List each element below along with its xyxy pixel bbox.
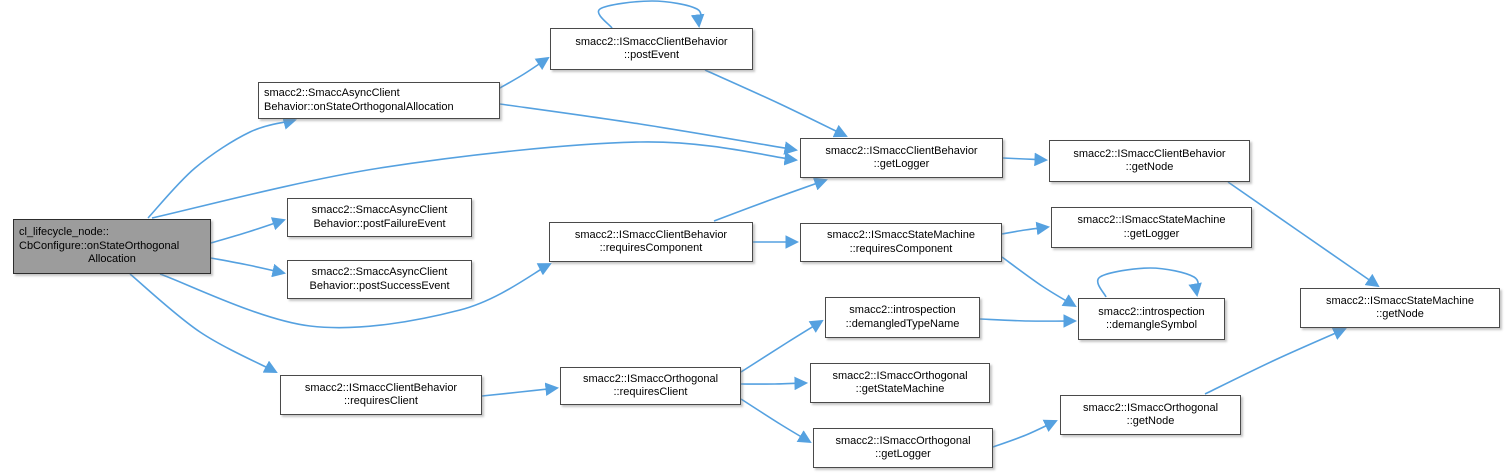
node-label-line: smacc2::ISmaccOrthogonal (835, 434, 971, 447)
node-label-line: ::demangledTypeName (845, 317, 960, 330)
node-label-line: ::getStateMachine (855, 383, 945, 395)
node-label-line: smacc2::ISmaccStateMachine (827, 229, 975, 241)
node-label-line: smacc2::SmaccAsyncClient (311, 266, 448, 278)
edge-cb-configure-onstateorthogonalallocation-clientbehavior-getlogger (151, 141, 799, 219)
node-label-line: ::requiresComponent (599, 242, 703, 254)
edge-clientbehavior-postevent-clientbehavior-getlogger (704, 69, 848, 138)
graph-node-statemachine-getnode[interactable]: smacc2::ISmaccStateMachine::getNode (1300, 288, 1500, 328)
edge-smaccasync-onstateorthogonalallocation-clientbehavior-getlogger (499, 103, 799, 155)
edge-cb-configure-onstateorthogonalallocation-clientbehavior-requiresclient (129, 273, 278, 373)
edge-cb-configure-onstateorthogonalallocation-smaccasync-postfailureevent (210, 217, 286, 244)
node-label-line: smacc2::ISmaccClientBehavior (574, 228, 728, 241)
edge-clientbehavior-requiresclient-orthogonal-requiresclient (481, 382, 560, 397)
node-label-line: smacc2::introspection (1098, 305, 1205, 318)
graph-node-clientbehavior-postevent[interactable]: smacc2::ISmaccClientBehavior::postEvent (550, 28, 753, 70)
edge-clientbehavior-getlogger-clientbehavior-getnode (1002, 152, 1049, 167)
edge-cb-configure-onstateorthogonalallocation-smaccasync-postsuccessevent (210, 257, 286, 278)
node-label-line: smacc2::ISmaccClientBehavior (575, 35, 728, 48)
graph-node-introspection-demangledtypename[interactable]: smacc2::introspection::demangledTypeName (825, 297, 980, 338)
node-label-line: smacc2::ISmaccOrthogonal (582, 372, 719, 385)
node-label-line: CbConfigure::onStateOrthogonal (19, 239, 180, 252)
graph-node-orthogonal-requiresclient[interactable]: smacc2::ISmaccOrthogonal::requiresClient (560, 367, 741, 405)
node-label-line: Behavior::postSuccessEvent (309, 279, 450, 292)
node-label-line: smacc2::ISmaccOrthogonal (1082, 401, 1219, 414)
edge-clientbehavior-requirescomponent-clientbehavior-getlogger (713, 177, 828, 222)
node-label-line: ::getNode (1125, 161, 1174, 173)
graph-node-cb-configure-onstateorthogonalallocation: cl_lifecycle_node::CbConfigure::onStateO… (13, 219, 211, 274)
edge-statemachine-requirescomponent-introspection-demanglesymbol (1001, 256, 1077, 308)
node-label-line: smacc2::ISmaccClientBehavior (1073, 147, 1226, 160)
graph-node-clientbehavior-requiresclient[interactable]: smacc2::ISmaccClientBehavior::requiresCl… (280, 375, 482, 415)
node-label-line: ::requiresComponent (849, 242, 953, 255)
edge-clientbehavior-postevent-clientbehavior-postevent (597, 0, 705, 29)
node-label-line: ::postEvent (623, 49, 680, 61)
edge-orthogonal-requiresclient-introspection-demangledtypename (740, 319, 824, 373)
graph-node-introspection-demanglesymbol[interactable]: smacc2::introspection::demangleSymbol (1078, 298, 1225, 340)
edge-clientbehavior-getnode-statemachine-getnode (1227, 181, 1380, 288)
edge-orthogonal-requiresclient-orthogonal-getlogger (740, 398, 812, 444)
node-label-line: ::getLogger (1123, 227, 1180, 240)
node-label-line: cl_lifecycle_node:: (19, 226, 109, 239)
graph-node-clientbehavior-requirescomponent[interactable]: smacc2::ISmaccClientBehavior::requiresCo… (549, 222, 753, 262)
node-label-line: smacc2::ISmaccStateMachine (1326, 294, 1474, 307)
edge-cb-configure-onstateorthogonalallocation-clientbehavior-requirescomponent (159, 263, 552, 329)
node-label-line: ::getLogger (873, 158, 930, 170)
edge-introspection-demanglesymbol-introspection-demanglesymbol (1096, 267, 1202, 298)
node-label-line: smacc2::ISmaccStateMachine (1077, 214, 1226, 226)
graph-node-statemachine-requirescomponent[interactable]: smacc2::ISmaccStateMachine::requiresComp… (800, 223, 1002, 262)
edge-orthogonal-getlogger-orthogonal-getnode (992, 419, 1058, 448)
node-label-line: ::getNode (1376, 308, 1424, 320)
node-label-line: Allocation (88, 253, 136, 266)
edge-orthogonal-getnode-statemachine-getnode (1204, 327, 1347, 395)
edge-introspection-demangledtypename-introspection-demanglesymbol (979, 314, 1078, 328)
node-label-line: ::demangleSymbol (1105, 319, 1198, 331)
node-label-line: smacc2::ISmaccClientBehavior (304, 381, 458, 394)
edge-cb-configure-onstateorthogonalallocation-smaccasync-onstateorthogonalallocation (147, 116, 297, 219)
graph-node-clientbehavior-getnode[interactable]: smacc2::ISmaccClientBehavior::getNode (1049, 140, 1250, 182)
node-label-line: smacc2::SmaccAsyncClient (311, 204, 448, 216)
graph-node-orthogonal-getstatemachine[interactable]: smacc2::ISmaccOrthogonal::getStateMachin… (810, 363, 990, 403)
node-label-line: Behavior::postFailureEvent (313, 217, 446, 230)
graph-node-orthogonal-getlogger[interactable]: smacc2::ISmaccOrthogonal::getLogger (813, 428, 993, 468)
node-label-line: ::getNode (1126, 415, 1175, 427)
node-label-line: smacc2::ISmaccClientBehavior (825, 144, 978, 157)
graph-node-statemachine-getlogger[interactable]: smacc2::ISmaccStateMachine::getLogger (1051, 207, 1252, 248)
graph-node-orthogonal-getnode[interactable]: smacc2::ISmaccOrthogonal::getNode (1060, 395, 1241, 435)
node-label-line: smacc2::ISmaccOrthogonal (832, 369, 968, 382)
node-label-line: smacc2::introspection (849, 304, 956, 316)
edge-orthogonal-requiresclient-orthogonal-getstatemachine (740, 376, 809, 391)
node-label-line: ::getLogger (875, 448, 931, 460)
node-label-line: ::requiresClient (613, 386, 688, 398)
node-label-line: ::requiresClient (344, 395, 418, 407)
graph-node-clientbehavior-getlogger[interactable]: smacc2::ISmaccClientBehavior::getLogger (800, 138, 1003, 178)
node-label-line: Behavior::onStateOrthogonalAllocation (264, 100, 454, 113)
edge-statemachine-requirescomponent-statemachine-getlogger (1001, 221, 1051, 236)
node-label-line: smacc2::SmaccAsyncClient (264, 87, 400, 99)
edge-smaccasync-onstateorthogonalallocation-clientbehavior-postevent (499, 56, 550, 89)
